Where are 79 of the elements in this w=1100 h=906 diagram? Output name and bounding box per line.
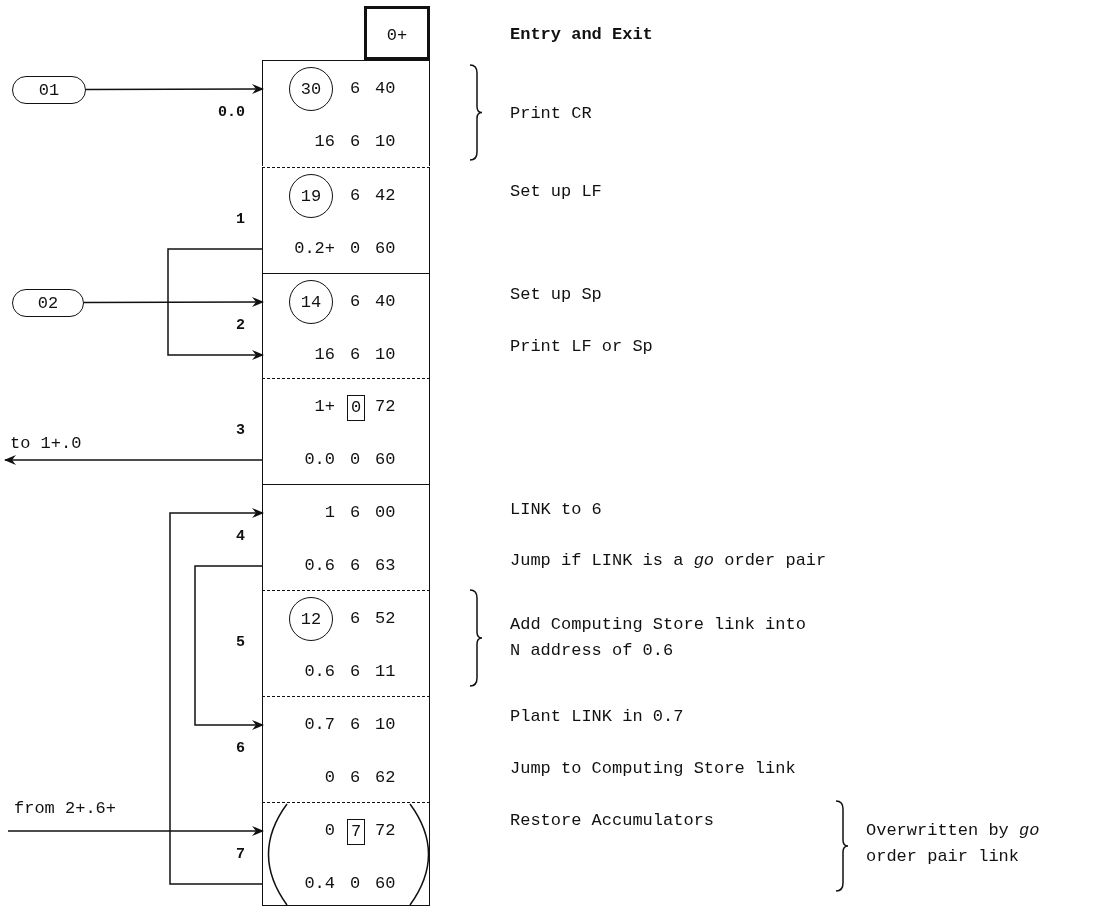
- order-field: 11: [375, 652, 396, 692]
- word-pair-box: [262, 484, 430, 590]
- order-field: 42: [375, 176, 396, 216]
- description-text: Set up LF: [510, 181, 602, 203]
- order-field: 0.0: [304, 440, 335, 480]
- order-field: 0: [324, 758, 335, 798]
- order-field: 1: [324, 493, 335, 533]
- address-label: 1: [236, 211, 245, 228]
- description-text: Add Computing Store link into N address of 0.6: [510, 614, 807, 662]
- order-field: 6: [350, 493, 361, 533]
- order-field: 6: [350, 599, 361, 639]
- description-text: Jump to Computing Store link: [510, 758, 796, 780]
- description-text: Print LF or Sp: [510, 336, 653, 358]
- header-box: 0+: [364, 6, 430, 60]
- address-label: 5: [236, 634, 245, 651]
- order-field: 60: [375, 864, 396, 904]
- order-field: 40: [375, 69, 396, 109]
- order-field: 00: [375, 493, 396, 533]
- order-field: 0.2+: [294, 229, 335, 269]
- address-label: 4: [236, 528, 245, 545]
- arrow: [4, 455, 264, 465]
- order-field: 1+: [314, 387, 335, 427]
- order-field: 52: [375, 599, 396, 639]
- order-field: 10: [375, 705, 396, 745]
- order-field: 10: [375, 335, 396, 375]
- order-field: 0.4: [304, 864, 335, 904]
- description-text: Overwritten by go order pair link: [866, 820, 1041, 868]
- order-field: 6: [350, 122, 361, 162]
- boxed-digit: 7: [347, 819, 366, 845]
- word-pair-box: [262, 273, 430, 379]
- arrow: [167, 248, 264, 360]
- order-field: 0: [350, 440, 361, 480]
- order-field: 6: [350, 69, 361, 109]
- order-field: 0: [350, 864, 361, 904]
- arrow: [85, 84, 264, 95]
- word-pair-box: [262, 167, 430, 273]
- order-field: 6: [350, 758, 361, 798]
- description-text: Jump if LINK is a go order pair: [510, 550, 827, 572]
- order-field: 16: [314, 122, 335, 162]
- order-field: 72: [375, 387, 396, 427]
- address-label: 0.0: [218, 104, 245, 121]
- order-field: 16: [314, 335, 335, 375]
- description-text: Plant LINK in 0.7: [510, 706, 684, 728]
- order-field: 0.7: [304, 705, 335, 745]
- description-text: Entry and Exit: [510, 24, 653, 46]
- word-pair-box: [262, 378, 430, 484]
- order-field: 0.6: [304, 546, 335, 586]
- arrow: [7, 826, 264, 836]
- order-field: 60: [375, 229, 396, 269]
- boxed-digit: 0: [347, 395, 366, 421]
- arrow: [83, 297, 264, 308]
- arrow: [194, 565, 264, 730]
- arrow: [169, 508, 264, 885]
- order-field: 0.6: [304, 652, 335, 692]
- address-label: 3: [236, 422, 245, 439]
- address-label: 7: [236, 846, 245, 863]
- description-text: LINK to 6: [510, 499, 602, 521]
- word-pair-box: [262, 696, 430, 802]
- word-pair-box: [262, 60, 430, 166]
- order-field: 6: [350, 282, 361, 322]
- order-field: 6: [350, 705, 361, 745]
- order-field: 0: [324, 811, 335, 851]
- order-field: 60: [375, 440, 396, 480]
- order-field: 63: [375, 546, 396, 586]
- address-label: 2: [236, 317, 245, 334]
- description-text: Print CR: [510, 103, 592, 125]
- address-label: 6: [236, 740, 245, 757]
- description-text: Restore Accumulators: [510, 810, 715, 832]
- order-field: 10: [375, 122, 396, 162]
- order-field: 6: [350, 546, 361, 586]
- word-pair-box: [262, 590, 430, 696]
- order-field: 0: [350, 229, 361, 269]
- order-field: 72: [375, 811, 396, 851]
- order-field: 40: [375, 282, 396, 322]
- order-field: 62: [375, 758, 396, 798]
- description-text: Set up Sp: [510, 284, 602, 306]
- order-field: 6: [350, 176, 361, 216]
- order-field: 6: [350, 335, 361, 375]
- order-field: 6: [350, 652, 361, 692]
